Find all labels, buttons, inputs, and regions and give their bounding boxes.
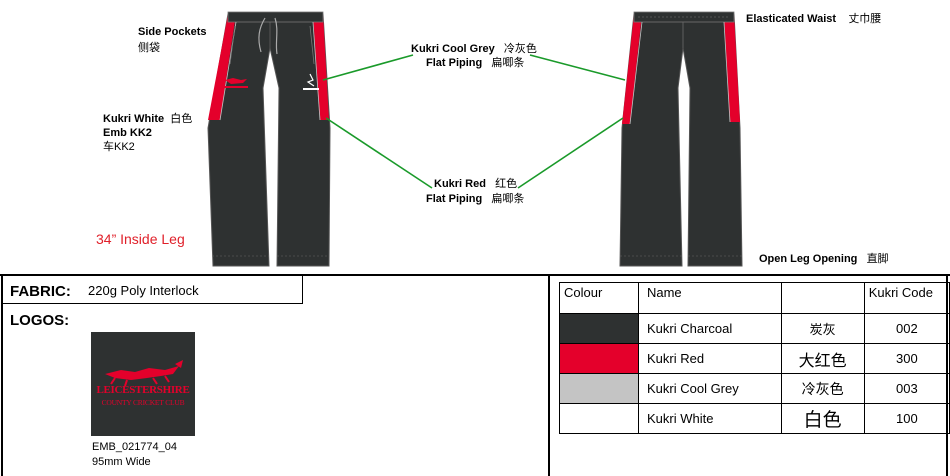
elasticated-waist-label: Elasticated Waist 丈巾腰 bbox=[746, 13, 882, 25]
row-cn: 冷灰色 bbox=[780, 373, 865, 404]
logo-line2: COUNTY CRICKET CLUB bbox=[101, 398, 185, 407]
emb-label: Emb KK2 bbox=[103, 127, 152, 139]
table-row: Kukri Cool Grey 冷灰色 003 bbox=[559, 373, 950, 404]
table-header-row: Colour Name Kukri Code bbox=[559, 282, 950, 314]
fox-icon bbox=[105, 360, 183, 387]
kukri-red-label: Kukri Red 红色 bbox=[434, 178, 518, 190]
emb-cn-label: 车KK2 bbox=[103, 141, 135, 153]
inside-leg-label: 34” Inside Leg bbox=[96, 231, 185, 247]
row-code: 100 bbox=[863, 403, 950, 434]
row-cn: 炭灰 bbox=[780, 313, 865, 344]
middle-divider bbox=[548, 274, 550, 476]
row-cn: 白色 bbox=[780, 403, 865, 434]
row-code: 003 bbox=[863, 373, 950, 404]
fabric-title: FABRIC: bbox=[10, 283, 71, 300]
header-blank bbox=[780, 282, 865, 314]
row-name: Kukri Red bbox=[637, 343, 782, 374]
side-pockets-cn-label: 侧袋 bbox=[138, 42, 160, 54]
back-pants-drawing bbox=[619, 11, 743, 267]
back-left-red-panel bbox=[622, 14, 642, 124]
logo-size: 95mm Wide bbox=[92, 456, 151, 468]
front-pants-drawing bbox=[207, 11, 331, 267]
table-row: Kukri Red 大红色 300 bbox=[559, 343, 950, 374]
leicester-logo-tile: LEICESTERSHIRE COUNTY CRICKET CLUB bbox=[91, 332, 195, 436]
swatch-white bbox=[559, 403, 639, 434]
flat-piping-1-label: Flat Piping 扁唧条 bbox=[426, 57, 525, 69]
table-row: Kukri White 白色 100 bbox=[559, 403, 950, 434]
swatch-cool-grey bbox=[559, 373, 639, 404]
header-colour: Colour bbox=[559, 282, 639, 314]
row-cn: 大红色 bbox=[780, 343, 865, 374]
row-code: 300 bbox=[863, 343, 950, 374]
back-right-red-panel bbox=[724, 14, 740, 122]
open-leg-label: Open Leg Opening 直脚 bbox=[759, 253, 889, 265]
row-code: 002 bbox=[863, 313, 950, 344]
top-divider bbox=[0, 274, 950, 276]
front-left-red-panel bbox=[208, 14, 236, 120]
front-kukri-logo bbox=[303, 73, 319, 90]
fabric-value: 220g Poly Interlock bbox=[88, 283, 199, 298]
cool-grey-line-left bbox=[322, 54, 414, 81]
cool-grey-line-right bbox=[529, 54, 626, 81]
logo-code: EMB_021774_04 bbox=[92, 441, 178, 453]
front-leicester-logo bbox=[224, 78, 248, 88]
flat-piping-2-label: Flat Piping 扁唧条 bbox=[426, 193, 525, 205]
swatch-red bbox=[559, 343, 639, 374]
fabric-box bbox=[2, 276, 303, 304]
table-row: Kukri Charcoal 炭灰 002 bbox=[559, 313, 950, 344]
row-name: Kukri Cool Grey bbox=[637, 373, 782, 404]
cool-grey-label: Kukri Cool Grey 冷灰色 bbox=[411, 43, 537, 55]
left-border bbox=[1, 274, 3, 476]
row-name: Kukri Charcoal bbox=[637, 313, 782, 344]
side-pockets-label: Side Pockets bbox=[138, 26, 207, 38]
swatch-charcoal bbox=[559, 313, 639, 344]
logo-line1: LEICESTERSHIRE bbox=[96, 384, 190, 396]
row-name: Kukri White bbox=[637, 403, 782, 434]
red-line-right bbox=[517, 117, 624, 189]
kukri-white-label: Kukri White 白色 bbox=[103, 113, 193, 125]
logos-title: LOGOS: bbox=[10, 312, 70, 329]
callout-lines bbox=[322, 54, 626, 189]
colour-table: Colour Name Kukri Code Kukri Charcoal 炭灰… bbox=[559, 282, 950, 434]
front-right-red-panel bbox=[313, 14, 329, 120]
header-name: Name bbox=[637, 282, 782, 314]
header-code: Kukri Code bbox=[863, 282, 950, 314]
red-line-left bbox=[325, 117, 433, 189]
